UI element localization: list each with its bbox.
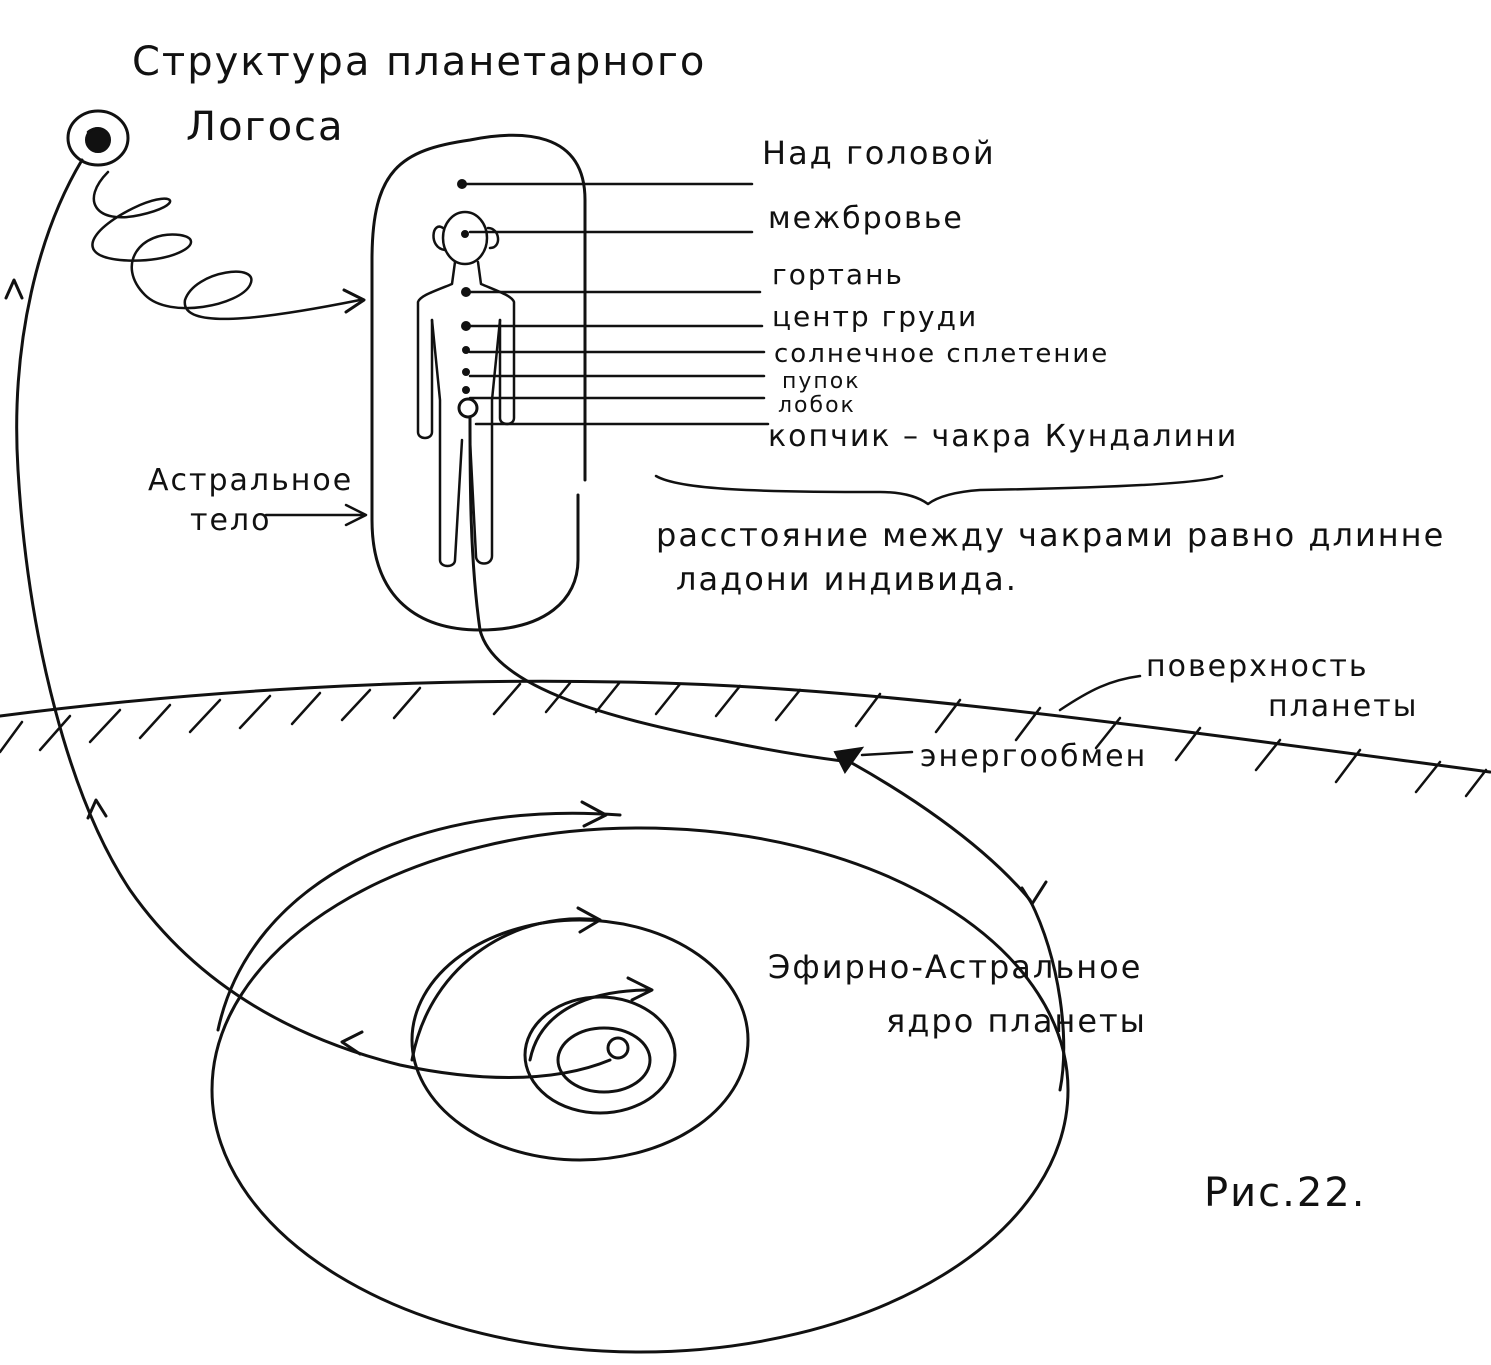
loop-arrow-up-2-icon xyxy=(86,798,108,820)
astral-body-label-line2: тело xyxy=(190,503,271,538)
exchange-leader-line xyxy=(860,750,914,757)
astral-body-label-line1: Астральное xyxy=(148,463,353,498)
chakra-label-crown: Над головой xyxy=(762,134,996,172)
loop-arrow-left-icon xyxy=(340,1030,364,1056)
chakra-label-navel: пупок xyxy=(782,369,861,394)
astral-body-arrow-icon xyxy=(264,503,368,527)
chakra-label-heart: центр груди xyxy=(772,300,978,333)
core-label-line2: ядро планеты xyxy=(886,1002,1147,1040)
astral-body-outline xyxy=(370,133,587,632)
core-arrow-2-icon xyxy=(576,906,602,934)
chakra-distance-note-line1: расстояние между чакрами равно длинне xyxy=(656,516,1445,554)
core-arrow-1-icon xyxy=(580,800,608,828)
energy-cord xyxy=(468,416,1066,1092)
chakra-label-solar-plexus: солнечное сплетение xyxy=(774,339,1109,369)
human-figure xyxy=(416,210,516,568)
surface-label-line1: поверхность xyxy=(1146,649,1369,684)
chakra-brace xyxy=(654,474,1224,506)
chakra-distance-note-line2: ладони индивида. xyxy=(676,560,1018,598)
energy-exchange-label: энергообмен xyxy=(920,739,1147,774)
diagram-title-line1: Структура планетарного xyxy=(132,39,706,85)
logos-spiral-ribbon xyxy=(91,170,362,321)
planet-surface-line xyxy=(0,679,1491,774)
cord-arrow-icon xyxy=(1020,880,1048,906)
core-spiral xyxy=(210,811,1070,1354)
core-label-line1: Эфирно-Астральное xyxy=(768,948,1142,986)
logos-core-loop xyxy=(15,158,612,1079)
loop-arrow-up-1-icon xyxy=(4,278,24,300)
surface-leader-line xyxy=(1058,674,1142,712)
chakra-label-pubis: лобок xyxy=(778,393,856,418)
chakra-label-throat: гортань xyxy=(772,258,904,291)
surface-hatching xyxy=(0,680,1488,798)
figure-number-label: Рис.22. xyxy=(1204,1170,1366,1216)
chakra-label-brow: межбровье xyxy=(768,201,964,236)
core-arrow-3-icon xyxy=(626,976,654,1002)
diagram-title-line2: Логоса xyxy=(186,104,345,150)
energy-exchange-point-icon xyxy=(833,746,865,774)
surface-label-line2: планеты xyxy=(1268,689,1418,724)
logos-sphere-icon xyxy=(66,109,130,167)
chakra-label-coccyx: копчик – чакра Кундалини xyxy=(768,419,1238,454)
chakra-dots xyxy=(457,179,479,419)
ribbon-arrowhead-icon xyxy=(342,288,366,314)
chakra-leader-lines xyxy=(464,182,770,426)
